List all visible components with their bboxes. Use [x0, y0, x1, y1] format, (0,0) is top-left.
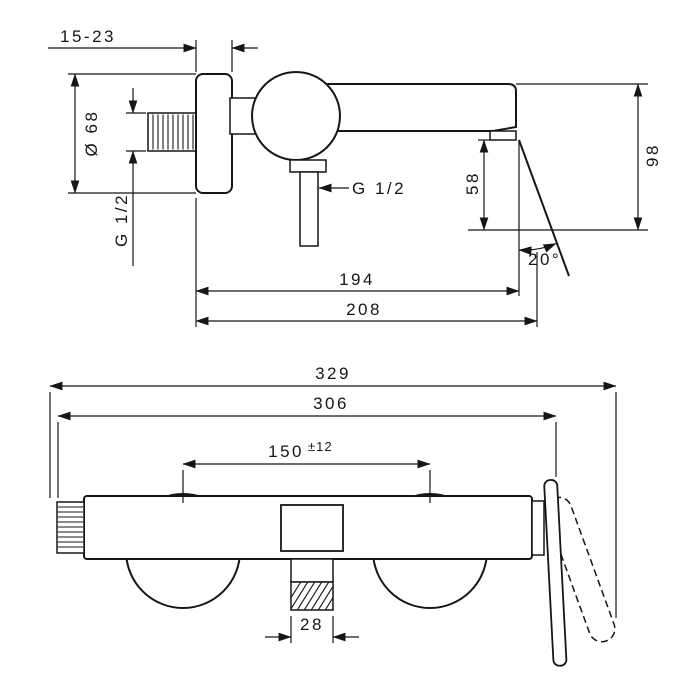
left-end-cap [56, 501, 85, 554]
spout [318, 83, 517, 132]
dim-overall-width-label: 329 [315, 364, 351, 383]
dim-connection-tolerance-label: ±12 [308, 439, 333, 454]
front-view: 329 306 150 ±12 28 [49, 364, 617, 667]
dim-outlet-height-label: 58 [463, 171, 482, 195]
dim-wall-depth-label: 15-23 [60, 27, 116, 46]
handle-lever [543, 479, 568, 667]
lever [518, 139, 570, 277]
mixer-body [251, 71, 341, 161]
dim-body-width: 306 [57, 394, 557, 498]
side-view: 15-23 Ø 68 G 1/2 G 1/2 58 [48, 27, 662, 327]
dim-inlet-thread-label: G 1/2 [112, 193, 131, 247]
hose-outlet-tube [299, 171, 319, 247]
dim-spout-reach-label: 194 [339, 270, 375, 289]
dim-outlet-width-label: 28 [300, 615, 324, 634]
dim-lever-angle-label: 20° [528, 250, 561, 269]
inlet-pipe-threads [152, 114, 194, 150]
left-end-cap-texture [58, 506, 83, 548]
dim-hose-outlet-thread-label: G 1/2 [352, 179, 406, 198]
dim-total-projection: 208 [195, 252, 538, 327]
hose-outlet-thread-hatch [291, 582, 333, 610]
dim-wall-depth: 15-23 [48, 27, 258, 72]
dim-outlet-height: 58 [463, 139, 490, 231]
dim-connection-spacing-label: 150 [268, 442, 304, 461]
dim-total-height-label: 98 [643, 143, 662, 167]
center-spout-block [280, 504, 344, 552]
outlet-flange [289, 159, 327, 173]
dim-outlet-width: 28 [265, 615, 359, 643]
dim-overall-width: 329 [49, 364, 617, 618]
dim-lever-angle: 20° [518, 242, 561, 269]
dim-hose-outlet-thread: G 1/2 [318, 179, 406, 198]
dim-inlet-thread: G 1/2 [112, 88, 146, 266]
dim-escutcheon-diameter-label: Ø 68 [82, 110, 101, 157]
aerator [489, 130, 517, 141]
valve-cap [531, 500, 545, 556]
dim-total-projection-label: 208 [346, 300, 382, 319]
dim-total-height: 98 [468, 83, 662, 231]
dim-spout-reach: 194 [195, 198, 520, 327]
wall-escutcheon [195, 73, 233, 194]
dim-escutcheon-diameter: Ø 68 [68, 73, 196, 194]
shower-hose-outlet [290, 558, 334, 611]
dim-body-width-label: 306 [313, 394, 349, 413]
dim-connection-spacing: 150 ±12 [182, 439, 431, 503]
inlet-pipe [147, 112, 197, 152]
